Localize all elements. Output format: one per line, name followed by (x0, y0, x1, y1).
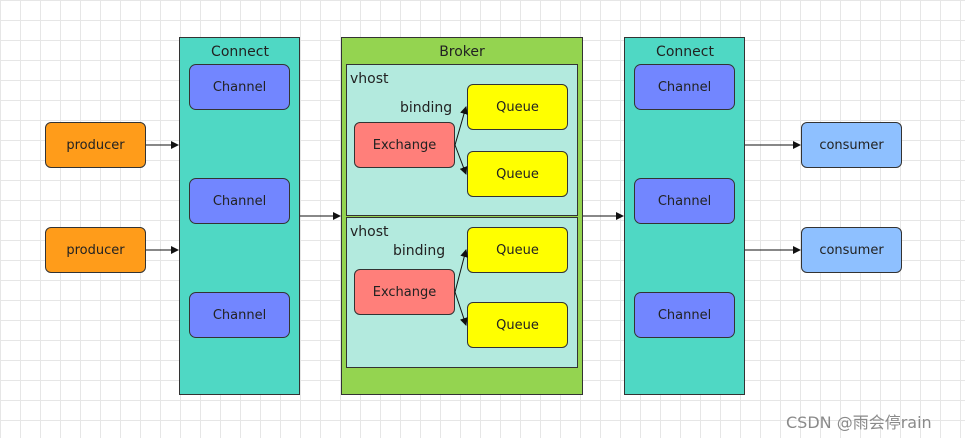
queue-2b: Queue (467, 302, 568, 348)
right-channel-2: Channel (634, 178, 735, 224)
arrow-exchange2-queue2a (454, 249, 469, 293)
right-channel-1: Channel (634, 64, 735, 110)
vhost-2-label: vhost (350, 224, 389, 240)
binding-label-2: binding (393, 243, 446, 259)
queue-1b: Queue (467, 151, 568, 197)
producer-node-1: producer (45, 122, 146, 168)
left-channel-2: Channel (189, 178, 290, 224)
binding-label-1: binding (400, 100, 453, 116)
left-connect-title: Connect (211, 44, 269, 60)
arrow-exchange2-queue2b (454, 291, 468, 326)
arrow-exchange1-queue1b (454, 144, 468, 175)
broker-title: Broker (439, 44, 485, 60)
consumer-node-1: consumer (801, 122, 902, 168)
right-channel-3: Channel (634, 292, 735, 338)
exchange-2: Exchange (354, 269, 455, 315)
vhost-1-label: vhost (350, 71, 389, 87)
left-channel-3: Channel (189, 292, 290, 338)
producer-node-2: producer (45, 227, 146, 273)
arrow-exchange1-queue1a (454, 106, 468, 146)
consumer-node-2: consumer (801, 227, 902, 273)
queue-1a: Queue (467, 84, 568, 130)
queue-2a: Queue (467, 227, 568, 273)
right-connect-title: Connect (656, 44, 714, 60)
watermark-text: CSDN @雨会停rain (786, 413, 932, 432)
exchange-1: Exchange (354, 122, 455, 168)
left-channel-1: Channel (189, 64, 290, 110)
